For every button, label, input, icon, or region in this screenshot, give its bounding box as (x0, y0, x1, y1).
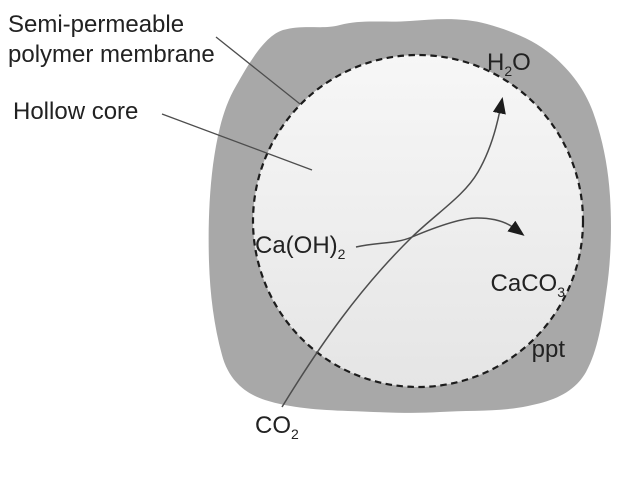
caoh2-label: Ca(OH)2 (255, 231, 345, 261)
co2-to-h2o-arrow (281, 97, 506, 408)
h2o-label: H2O (487, 48, 531, 78)
h2o-rest: O (512, 49, 531, 76)
caco3-state-line: ppt (531, 336, 565, 363)
caco3-formula-line: CaCO3 (445, 267, 565, 300)
membrane-leader-line (215, 36, 301, 105)
caoh2-subscript: 2 (337, 245, 346, 262)
co2-label: CO2 (255, 411, 299, 441)
caoh2-to-caco3-arrow (355, 217, 525, 248)
hollow-core-circle (251, 53, 585, 389)
co2-base: CO (255, 412, 291, 439)
co2-subscript: 2 (291, 425, 299, 442)
hollow-core-leader-line (161, 113, 313, 171)
caoh2-base: Ca(OH) (255, 232, 338, 259)
h2o-base: H (487, 49, 505, 76)
caco3-base: CaCO (490, 270, 558, 297)
caco3-subscript: 3 (557, 283, 565, 300)
caco3-ppt-label: CaCO3 ppt (445, 234, 565, 399)
membrane-callout-label: Semi-permeable polymer membrane (8, 11, 215, 68)
hollow-core-callout-label: Hollow core (13, 98, 139, 125)
h2o-subscript: 2 (504, 62, 513, 79)
